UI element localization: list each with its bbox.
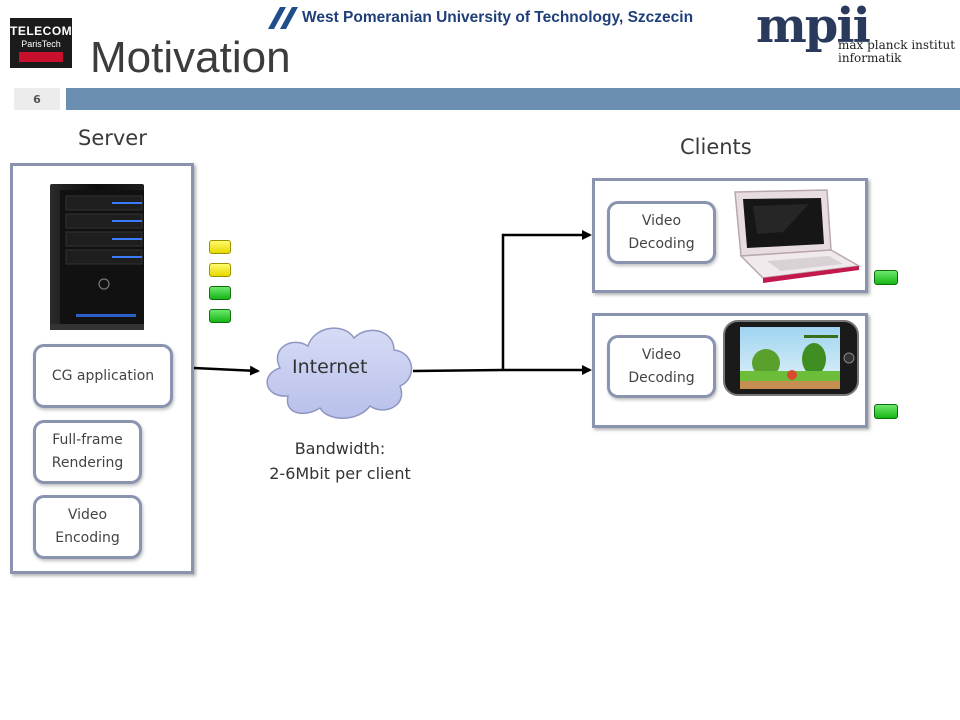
video-decoding-box-laptop: Video Decoding [607, 201, 716, 264]
slide-number: 6 [33, 93, 41, 106]
client-laptop-frame-chip [874, 270, 898, 285]
mpi-logo: mpii max planck institut informatik [756, 0, 956, 66]
telecom-logo-line1: TELECOM [10, 24, 73, 38]
internet-cloud-icon [266, 327, 413, 419]
video-decoding-box-phone: Video Decoding [607, 335, 716, 398]
title-accent-bar [66, 88, 960, 110]
cg-application-box: CG application [33, 344, 173, 408]
frame-chip-green [209, 286, 231, 300]
smartphone-game-icon [723, 320, 859, 396]
internet-out-line [412, 368, 504, 373]
internet-label: Internet [292, 356, 368, 378]
frame-chip-yellow [209, 240, 231, 254]
client-phone-frame-chip [874, 404, 898, 419]
telecom-logo-mark [19, 52, 63, 62]
slide-number-box: 6 [14, 88, 60, 110]
mpi-logo-mark: mpii [756, 0, 871, 54]
server-label: Server [78, 126, 147, 150]
page-title: Motivation [90, 33, 291, 82]
to-laptop-arrow [501, 230, 592, 370]
bandwidth-title: Bandwidth: [294, 439, 386, 458]
mpi-logo-line1: max planck institut [838, 38, 956, 52]
bandwidth-label: Bandwidth: 2-6Mbit per client [252, 436, 428, 486]
telecom-logo-line2: ParisTech [21, 39, 61, 49]
server-tower-icon [50, 184, 144, 330]
frame-chip-green [209, 309, 231, 323]
university-emblem-icon [268, 7, 298, 29]
clients-label: Clients [680, 135, 752, 159]
university-logo: West Pomeranian University of Technology… [266, 4, 693, 32]
frame-chip-yellow [209, 263, 231, 277]
laptop-icon [734, 189, 862, 283]
bandwidth-value: 2-6Mbit per client [269, 464, 411, 483]
video-encoding-box: Video Encoding [33, 495, 142, 559]
full-frame-rendering-box: Full-frame Rendering [33, 420, 142, 484]
telecom-logo: TELECOM ParisTech [10, 18, 72, 68]
mpi-logo-line2: informatik [838, 51, 902, 65]
university-name: West Pomeranian University of Technology… [302, 9, 694, 26]
server-to-internet-arrow [193, 365, 260, 376]
